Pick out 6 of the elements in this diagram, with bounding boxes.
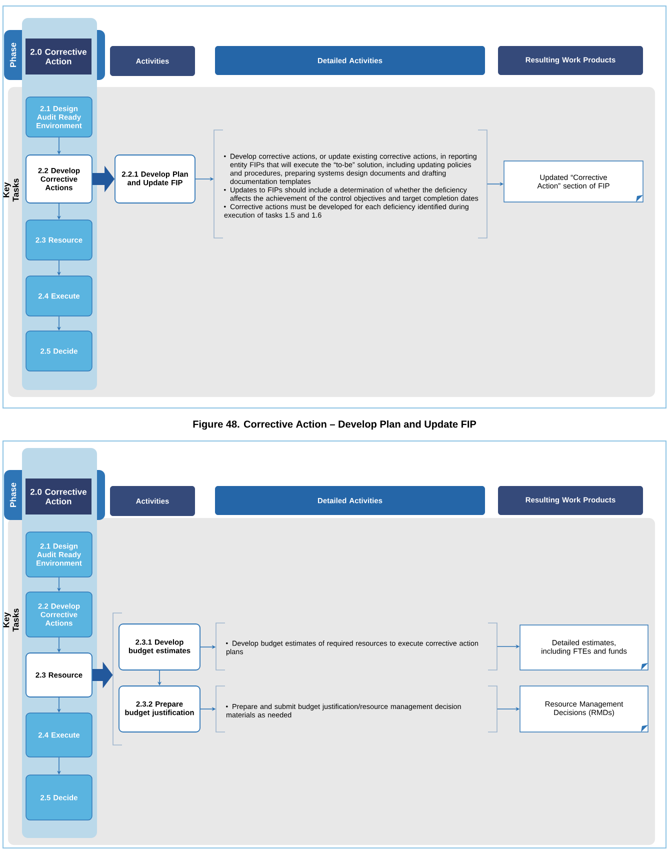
- phase-box: 2.0 Corrective Action: [24, 478, 92, 516]
- figure-caption: Figure 48. Corrective Action – Develop Plan and Update FIP: [193, 420, 476, 430]
- bracket-symbol: [112, 612, 122, 746]
- side-label: Key Tasks: [3, 608, 19, 632]
- phase-box: 2.0 Corrective Action: [24, 38, 92, 76]
- side-label: Key Tasks: [3, 178, 19, 202]
